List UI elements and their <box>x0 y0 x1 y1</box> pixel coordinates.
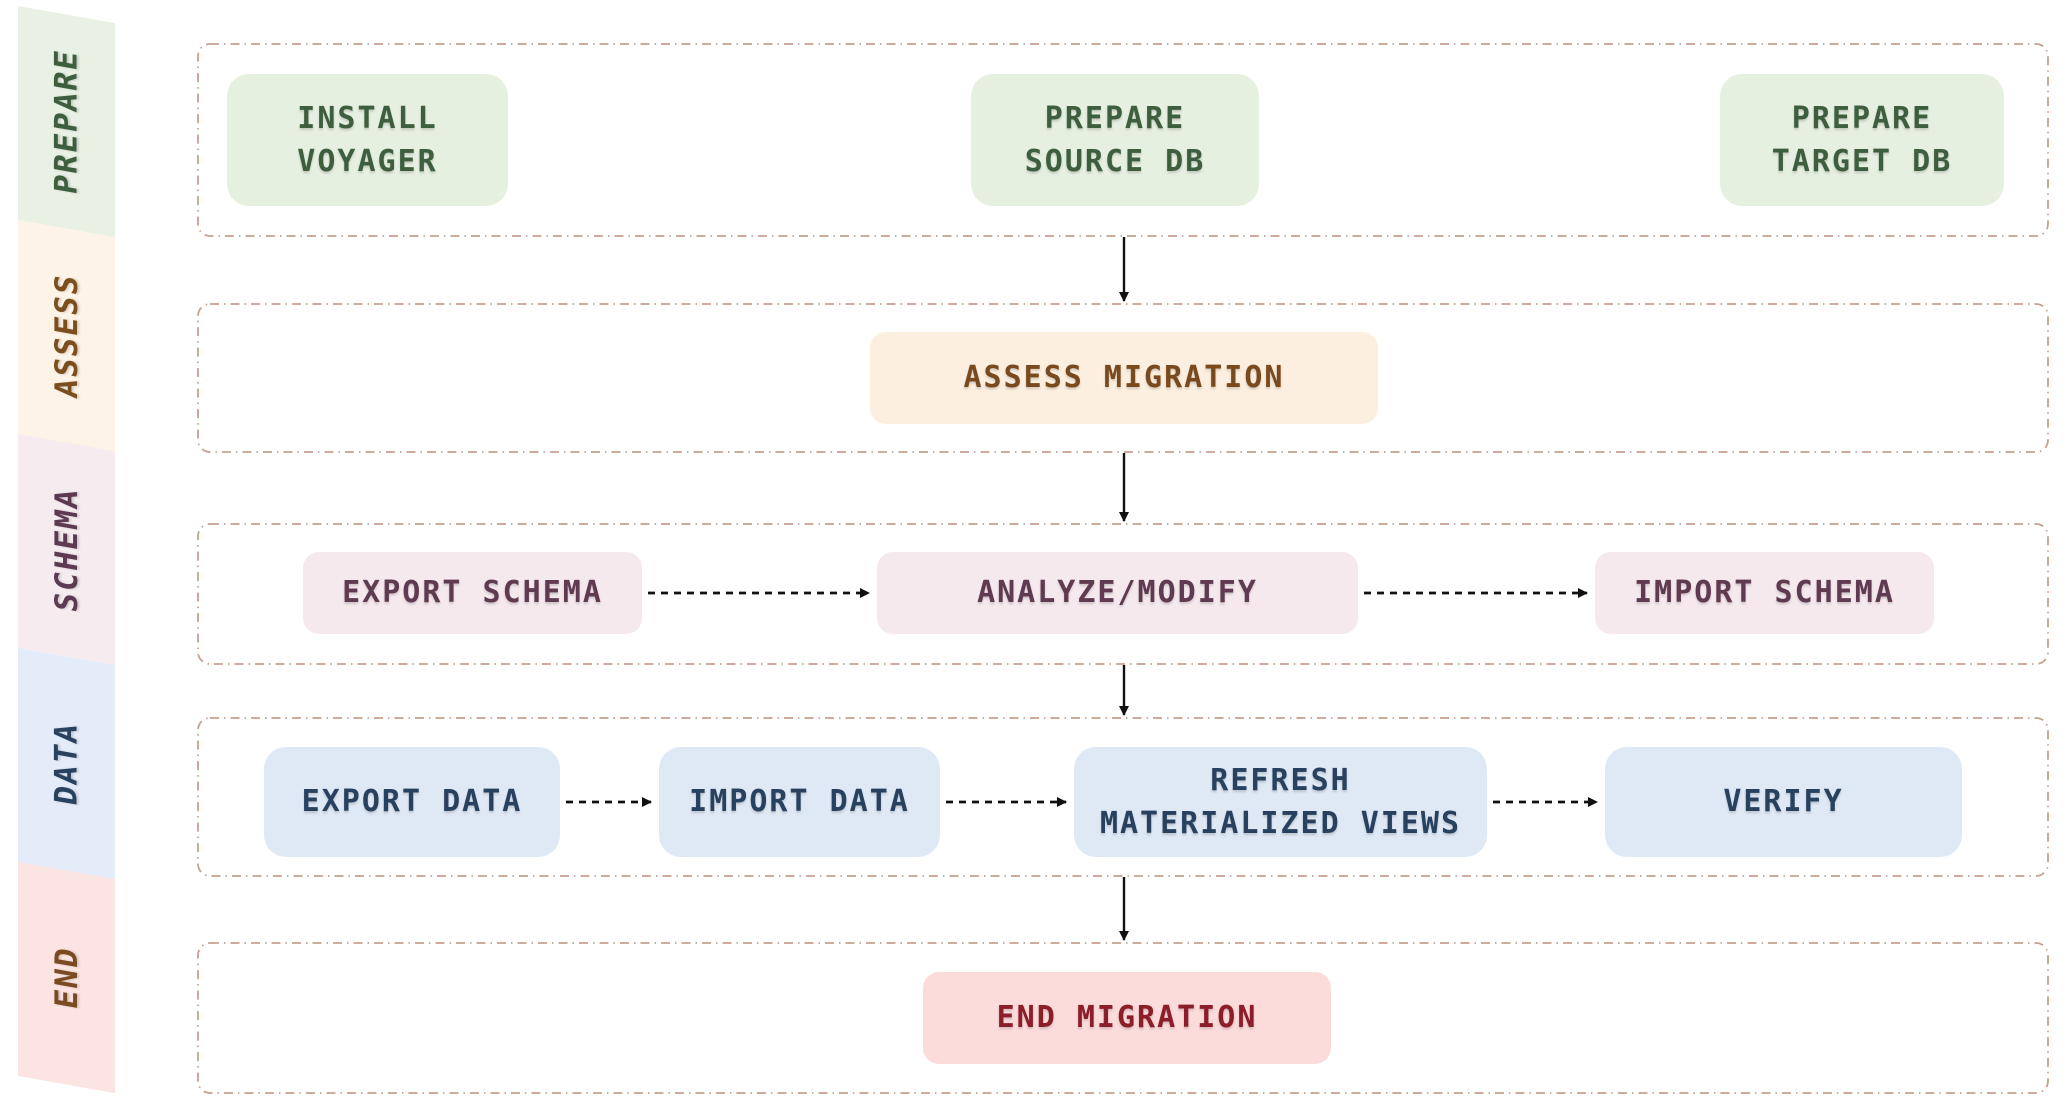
phase-band-schema: SCHEMA <box>18 434 115 666</box>
node-prepare-target-db[interactable]: PREPARE TARGET DB <box>1720 74 2004 206</box>
node-import-data[interactable]: IMPORT DATA <box>659 747 940 857</box>
node-end-migration[interactable]: END MIGRATION <box>923 972 1331 1064</box>
phase-band-assess: ASSESS <box>18 220 115 452</box>
phase-band-prepare: PREPARE <box>18 6 115 238</box>
node-assess-migration[interactable]: ASSESS MIGRATION <box>870 332 1378 424</box>
phase-label-data: DATA <box>48 719 85 809</box>
node-verify[interactable]: VERIFY <box>1605 747 1962 857</box>
lane-frame-data <box>197 717 2049 877</box>
lane-frame-assess <box>197 303 2049 453</box>
phase-band-data: DATA <box>18 648 115 880</box>
node-refresh-materialized-views[interactable]: REFRESH MATERIALIZED VIEWS <box>1074 747 1487 857</box>
phase-label-schema: SCHEMA <box>48 484 85 615</box>
node-export-schema[interactable]: EXPORT SCHEMA <box>303 552 642 634</box>
phase-band-end: END <box>18 862 115 1094</box>
phase-label-end: END <box>48 943 85 1012</box>
node-export-data[interactable]: EXPORT DATA <box>264 747 560 857</box>
lane-frame-end <box>197 942 2049 1094</box>
node-install-voyager[interactable]: INSTALL VOYAGER <box>227 74 508 206</box>
phase-ribbon: PREPARE ASSESS SCHEMA DATA END <box>18 6 115 1094</box>
lane-frame-prepare <box>197 43 2049 237</box>
node-import-schema[interactable]: IMPORT SCHEMA <box>1595 552 1934 634</box>
phase-label-prepare: PREPARE <box>48 46 85 198</box>
lane-frame-schema <box>197 523 2049 665</box>
phase-label-assess: ASSESS <box>48 270 85 401</box>
node-prepare-source-db[interactable]: PREPARE SOURCE DB <box>971 74 1259 206</box>
node-analyze-modify[interactable]: ANALYZE/MODIFY <box>877 552 1358 634</box>
